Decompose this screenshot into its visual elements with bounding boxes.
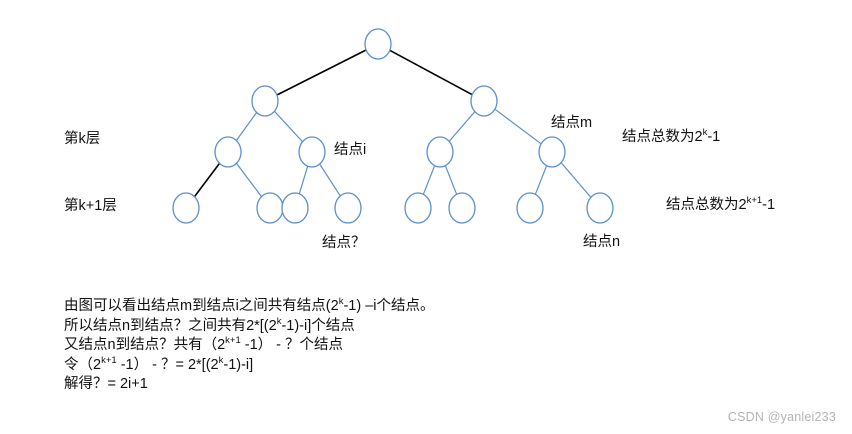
proof-line-3-exponent: k+1	[225, 335, 241, 347]
tree-node	[470, 85, 498, 117]
tree-node	[298, 136, 326, 168]
tree-node	[364, 28, 392, 60]
tree-node	[334, 192, 362, 224]
total-k1-exponent: k+1	[746, 195, 763, 207]
tree-node	[448, 192, 476, 224]
proof-line-1: 由图可以看出结点m到结点i之间共有结点(2k-1) –i个结点。	[64, 297, 435, 317]
proof-line-4a: 令（2	[64, 356, 102, 373]
proof-line-4: 令（2k+1 -1） - ？= 2*[(2k-1)-i]	[64, 354, 435, 376]
proof-line-2a: 所以结点n到结点？之间共有2*[(2	[64, 317, 277, 334]
proof-line-2: 所以结点n到结点？之间共有2*[(2k-1)-i]个结点	[64, 315, 435, 337]
proof-text-block: 由图可以看出结点m到结点i之间共有结点(2k-1) –i个结点。 所以结点n到结…	[64, 297, 435, 395]
level-k-plus-1-label: 第k+1层	[64, 198, 117, 214]
tree-edge	[422, 165, 436, 195]
tree-edge	[193, 162, 221, 198]
tree-node	[256, 192, 284, 224]
total-k-suffix: -1	[707, 129, 721, 145]
csdn-watermark: CSDN @yanlei233	[727, 410, 836, 424]
tree-edge	[235, 112, 258, 141]
total-k-exponent: k	[702, 127, 708, 139]
proof-line-3b: -1） - ？个结点	[240, 337, 344, 353]
tree-edge	[534, 165, 548, 195]
tree-node	[538, 136, 566, 168]
proof-line-3a: 又结点n到结点？共有（2	[64, 337, 226, 353]
tree-edge	[298, 165, 309, 195]
proof-line-5a: 解得？= 2i+1	[64, 376, 148, 392]
proof-line-3: 又结点n到结点？共有（2k+1 -1） - ？个结点	[64, 336, 435, 356]
tree-edge	[274, 110, 303, 143]
tree-node	[404, 192, 432, 224]
tree-edge	[236, 162, 262, 198]
tree-edge	[276, 49, 367, 96]
tree-edge	[319, 163, 341, 197]
tree-edge	[560, 162, 592, 198]
tree-node	[516, 192, 544, 224]
proof-line-4b: -1） - ？= 2*[(2	[116, 356, 219, 373]
total-k1-prefix: 结点总数为2	[666, 197, 747, 213]
tree-node	[251, 85, 279, 117]
tree-node	[586, 192, 614, 224]
tree-node	[426, 136, 454, 168]
proof-line-4c: -1)-i]	[223, 356, 254, 373]
total-nodes-level-k-plus-1-label: 结点总数为2k+1-1	[666, 195, 776, 214]
tree-edges-group	[193, 49, 592, 198]
proof-line-2b: -1)-i]个结点	[281, 317, 355, 334]
tree-edge	[444, 165, 458, 195]
node-n-label: 结点n	[583, 234, 621, 250]
total-nodes-level-k-label: 结点总数为2k-1	[622, 127, 721, 146]
tree-edge	[389, 49, 473, 96]
proof-line-1a: 由图可以看出结点m到结点i之间共有结点(2	[64, 298, 339, 314]
level-k-label: 第k层	[64, 131, 101, 147]
tree-nodes-group	[172, 28, 614, 224]
proof-line-4-exponent-2: k	[218, 354, 224, 366]
proof-line-2-exponent: k	[276, 315, 282, 327]
proof-line-1b: -1) –i个结点。	[343, 298, 435, 314]
tree-edge	[448, 111, 476, 142]
node-question-label: 结点？	[322, 235, 366, 251]
tree-node	[281, 192, 309, 224]
proof-line-1-exponent: k	[338, 296, 344, 308]
proof-line-5: 解得？= 2i+1	[64, 375, 435, 395]
tree-node	[172, 192, 200, 224]
tree-node	[214, 136, 242, 168]
node-i-label: 结点i	[334, 142, 367, 158]
proof-line-4-exponent: k+1	[101, 354, 117, 366]
node-m-label: 结点m	[551, 115, 593, 131]
total-k-prefix: 结点总数为2	[622, 129, 703, 145]
tree-edge	[494, 108, 542, 145]
total-k1-suffix: -1	[762, 197, 776, 213]
